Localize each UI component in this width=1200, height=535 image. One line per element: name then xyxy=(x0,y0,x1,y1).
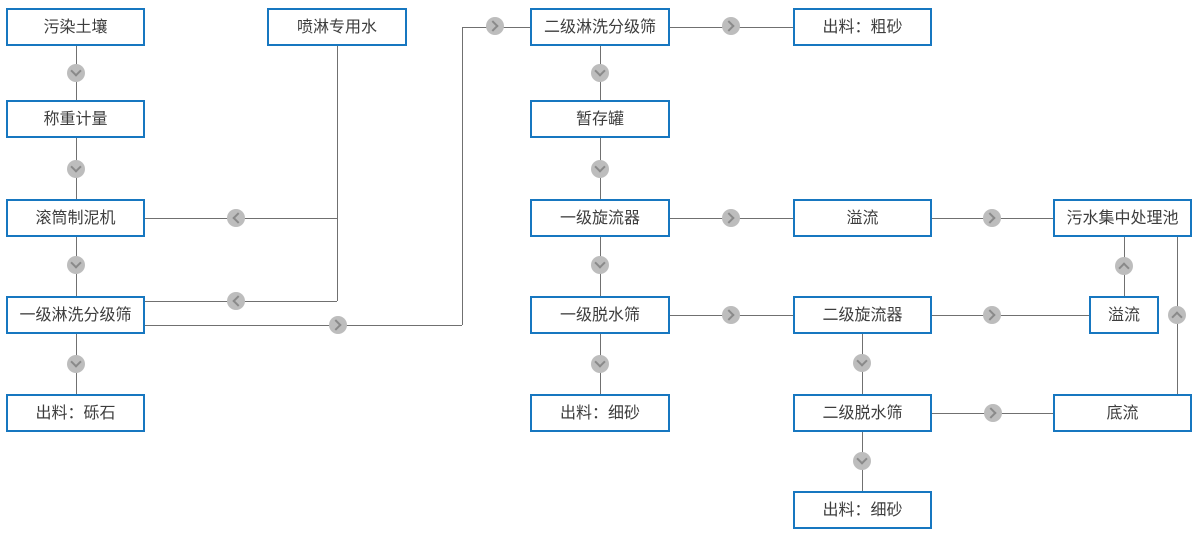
connector-line xyxy=(337,46,338,301)
chevron-glyph xyxy=(70,257,82,269)
chevron-right-icon xyxy=(722,209,740,227)
chevron-right-icon xyxy=(984,404,1002,422)
chevron-right-icon xyxy=(329,316,347,334)
chevron-glyph xyxy=(723,309,735,321)
node-spray-water: 喷淋专用水 xyxy=(267,8,407,46)
chevron-right-icon xyxy=(983,209,1001,227)
node-fine-sand-output-2: 出料：细砂 xyxy=(793,491,932,529)
chevron-glyph xyxy=(70,161,82,173)
chevron-left-icon xyxy=(227,209,245,227)
node-fine-sand-output-1: 出料：细砂 xyxy=(530,394,670,432)
node-stage1-cyclone: 一级旋流器 xyxy=(530,199,670,237)
node-overflow-1: 溢流 xyxy=(793,199,932,237)
chevron-glyph xyxy=(984,212,996,224)
chevron-glyph xyxy=(723,20,735,32)
chevron-glyph xyxy=(1171,311,1183,323)
chevron-glyph xyxy=(232,295,244,307)
chevron-glyph xyxy=(487,20,499,32)
connector-line xyxy=(145,325,462,326)
chevron-down-icon xyxy=(853,354,871,372)
chevron-glyph xyxy=(594,356,606,368)
connector-line xyxy=(462,27,463,325)
chevron-glyph xyxy=(985,407,997,419)
node-drum-mud-maker: 滚筒制泥机 xyxy=(6,199,145,237)
chevron-glyph xyxy=(594,161,606,173)
chevron-down-icon xyxy=(67,256,85,274)
node-coarse-sand-output: 出料：粗砂 xyxy=(793,8,932,46)
chevron-right-icon xyxy=(722,306,740,324)
chevron-glyph xyxy=(856,453,868,465)
chevron-glyph xyxy=(1118,262,1130,274)
chevron-down-icon xyxy=(853,452,871,470)
chevron-glyph xyxy=(856,355,868,367)
chevron-down-icon xyxy=(591,64,609,82)
node-stage2-washing-screen: 二级淋洗分级筛 xyxy=(530,8,670,46)
chevron-glyph xyxy=(594,257,606,269)
node-weighing: 称重计量 xyxy=(6,100,145,138)
node-storage-tank: 暂存罐 xyxy=(530,100,670,138)
chevron-down-icon xyxy=(67,160,85,178)
connector-line xyxy=(931,315,1089,316)
chevron-up-icon xyxy=(1168,306,1186,324)
chevron-down-icon xyxy=(591,256,609,274)
chevron-down-icon xyxy=(591,160,609,178)
node-gravel-output: 出料：砾石 xyxy=(6,394,145,432)
chevron-glyph xyxy=(330,319,342,331)
chevron-down-icon xyxy=(67,64,85,82)
chevron-right-icon xyxy=(722,17,740,35)
chevron-right-icon xyxy=(983,306,1001,324)
node-underflow: 底流 xyxy=(1053,394,1192,432)
node-wastewater-pool: 污水集中处理池 xyxy=(1053,199,1192,237)
chevron-down-icon xyxy=(67,355,85,373)
chevron-up-icon xyxy=(1115,257,1133,275)
chevron-glyph xyxy=(70,65,82,77)
chevron-glyph xyxy=(232,212,244,224)
chevron-left-icon xyxy=(227,292,245,310)
chevron-glyph xyxy=(984,309,996,321)
node-contaminated-soil: 污染土壤 xyxy=(6,8,145,46)
chevron-right-icon xyxy=(486,17,504,35)
node-overflow-2: 溢流 xyxy=(1089,296,1159,334)
node-stage2-cyclone: 二级旋流器 xyxy=(793,296,932,334)
chevron-glyph xyxy=(723,212,735,224)
node-stage2-dewater-screen: 二级脱水筛 xyxy=(793,394,932,432)
chevron-glyph xyxy=(70,356,82,368)
chevron-down-icon xyxy=(591,355,609,373)
node-stage1-washing-screen: 一级淋洗分级筛 xyxy=(6,296,145,334)
node-stage1-dewater-screen: 一级脱水筛 xyxy=(530,296,670,334)
chevron-glyph xyxy=(594,65,606,77)
